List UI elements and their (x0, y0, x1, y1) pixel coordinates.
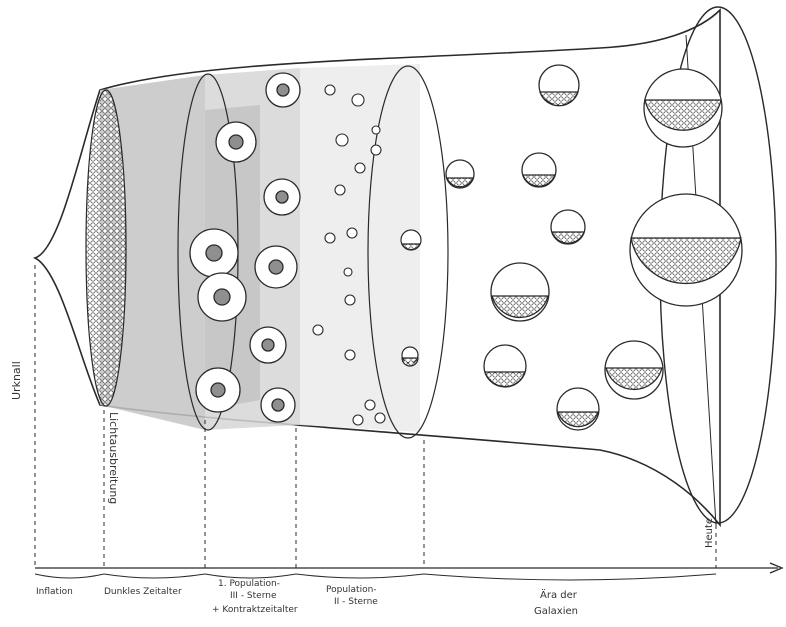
population-ii-band (300, 64, 420, 432)
phase-label-population-ii-1: Population- (326, 585, 377, 595)
phase-label-population-iii-1: 1. Population- (218, 579, 280, 589)
inflation-region (86, 90, 126, 406)
heute-label: Heute (704, 518, 715, 548)
phase-label-dunkles-zeitalter: Dunkles Zeitalter (104, 587, 182, 597)
phase-label-kontraktzeitalter: + Kontraktzeitalter (212, 605, 298, 615)
phase-label-population-iii-2: III - Sterne (230, 591, 277, 601)
phase-braces (35, 574, 716, 580)
phase-label-inflation: Inflation (36, 587, 73, 597)
urknall-label: Urknall (10, 361, 23, 400)
phase-label-galaxien: Galaxien (534, 606, 578, 617)
phase-label-population-ii-2: II - Sterne (334, 597, 378, 607)
lichtausbreitung-label: Lichtausbreitung (107, 412, 120, 504)
phase-label-aera-der: Ära der (540, 588, 578, 601)
